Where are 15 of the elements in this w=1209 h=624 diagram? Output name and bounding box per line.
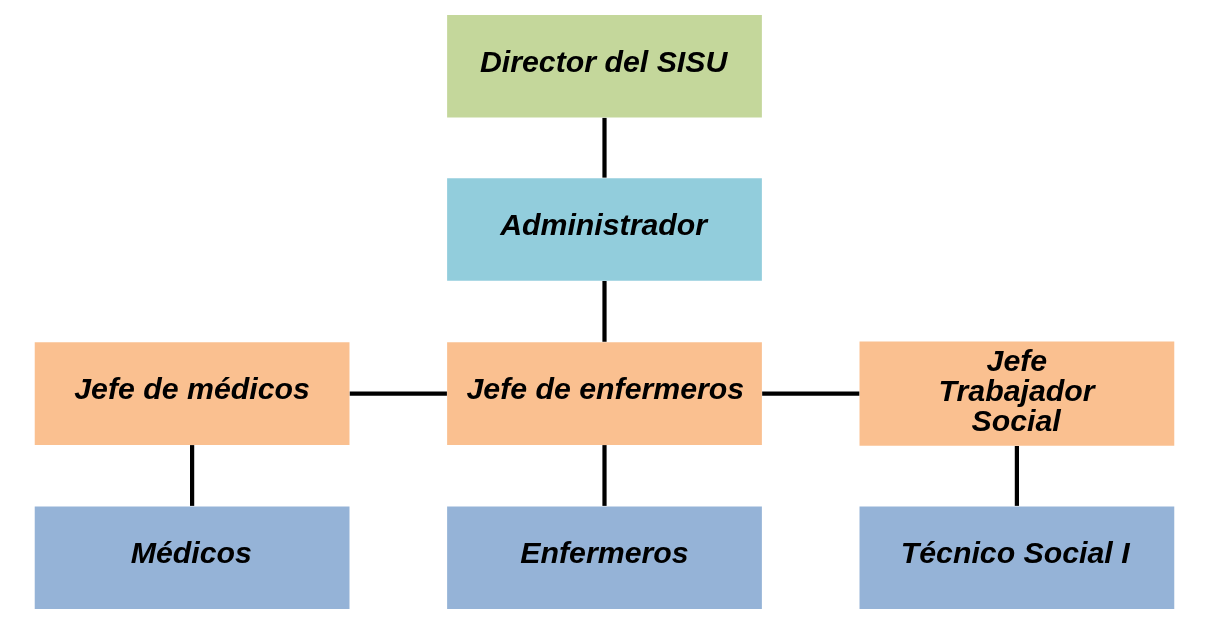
connector: [349, 391, 447, 396]
node-box: Administrador: [447, 178, 762, 281]
connector: [602, 445, 607, 506]
node-box: Técnico Social I: [859, 506, 1175, 610]
node-box: Jefe Trabajador Social: [859, 341, 1175, 446]
node-box: Director del SISU: [447, 14, 762, 118]
connector: [1014, 446, 1019, 506]
connector: [602, 281, 607, 342]
connector: [602, 117, 607, 178]
connector: [190, 445, 195, 506]
node-box: Médicos: [34, 506, 350, 610]
node-box: Enfermeros: [447, 506, 762, 610]
node-box: Jefe de enfermeros: [447, 342, 762, 445]
node-box: Jefe de médicos: [34, 342, 350, 445]
connector: [762, 391, 860, 396]
